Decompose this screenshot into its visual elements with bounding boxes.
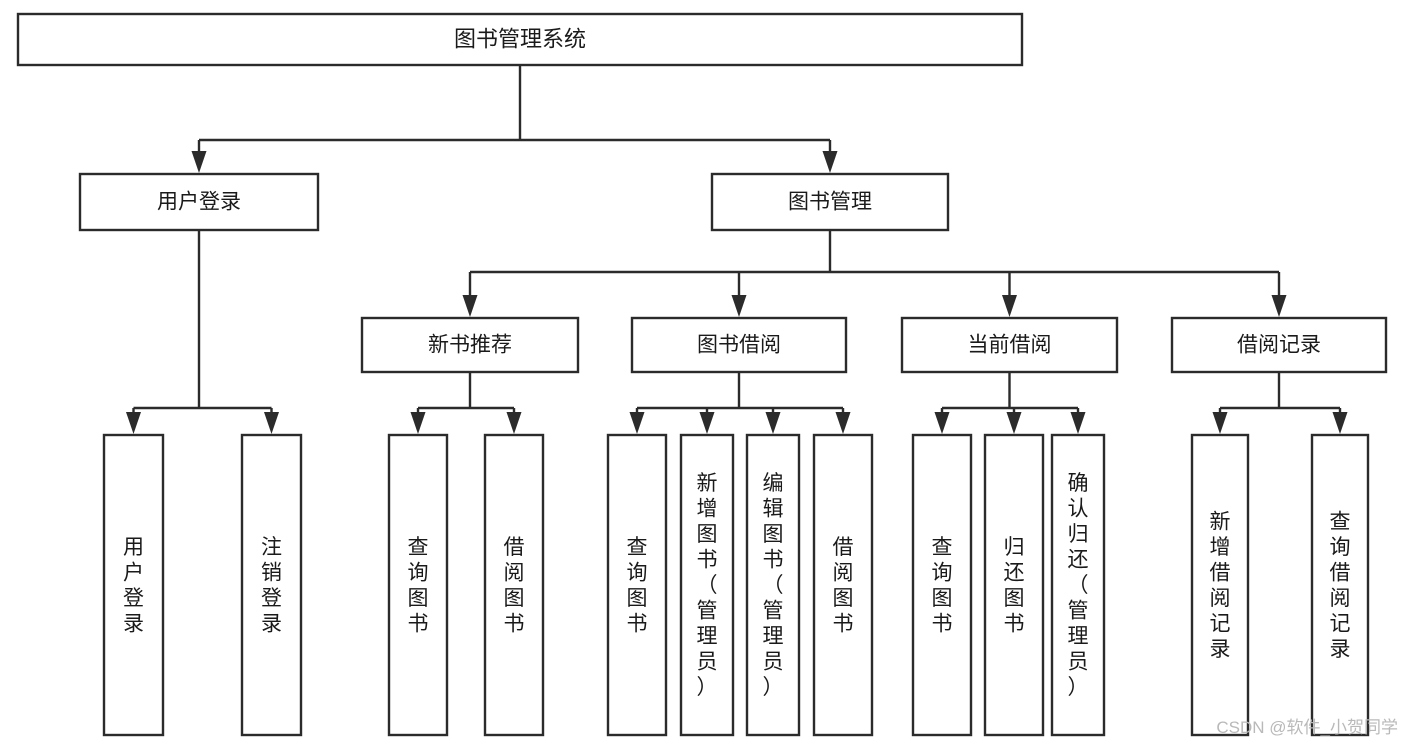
node-label: 查询图书 <box>627 536 648 636</box>
node-label: 新增图书（管理员） <box>697 472 718 699</box>
node-leaf-current-1[interactable]: 查询图书 <box>911 433 973 737</box>
node-records[interactable]: 借阅记录 <box>1170 316 1388 374</box>
node-leaf-records-2[interactable]: 查询借阅记录 <box>1310 433 1370 737</box>
node-login[interactable]: 用户登录 <box>78 172 320 232</box>
node-leaf-newbook-1[interactable]: 查询图书 <box>387 433 449 737</box>
arrow-head-icon <box>1006 412 1022 434</box>
arrow-head-icon <box>822 151 838 173</box>
arrow-head-icon <box>835 412 851 434</box>
node-label: 借阅图书 <box>504 536 525 636</box>
node-box[interactable] <box>1170 316 1388 374</box>
node-box[interactable] <box>483 433 545 737</box>
node-layer: 图书管理系统用户登录图书管理新书推荐图书借阅当前借阅借阅记录用户登录注销登录查询… <box>16 12 1388 737</box>
arrow-head-icon <box>264 412 279 434</box>
arrow-head-icon <box>629 412 645 434</box>
node-leaf-borrow-2[interactable]: 新增图书（管理员） <box>679 433 735 737</box>
node-label: 编辑图书（管理员） <box>763 472 784 699</box>
node-box[interactable] <box>1310 433 1370 737</box>
node-bookmgr[interactable]: 图书管理 <box>710 172 950 232</box>
arrow-head-icon <box>765 412 781 434</box>
arrow-head-icon <box>506 412 522 434</box>
arrow-head-icon <box>1332 412 1348 434</box>
node-box[interactable] <box>387 433 449 737</box>
node-label: 当前借阅 <box>968 334 1052 357</box>
node-label: 新书推荐 <box>428 334 512 357</box>
node-box[interactable] <box>606 433 668 737</box>
node-label: 查询图书 <box>408 536 429 636</box>
node-box[interactable] <box>360 316 580 374</box>
arrow-head-icon <box>1271 295 1287 317</box>
node-label: 归还图书 <box>1004 536 1025 636</box>
arrow-head-icon <box>699 412 715 434</box>
arrow-head-icon <box>934 412 950 434</box>
node-box[interactable] <box>679 433 735 737</box>
node-label: 图书借阅 <box>697 334 781 357</box>
node-leaf-login-1[interactable]: 用户登录 <box>102 433 165 737</box>
node-box[interactable] <box>911 433 973 737</box>
node-box[interactable] <box>900 316 1119 374</box>
arrow-head-icon <box>462 295 478 317</box>
arrow-head-icon <box>126 412 141 434</box>
node-root[interactable]: 图书管理系统 <box>16 12 1024 67</box>
node-leaf-current-2[interactable]: 归还图书 <box>983 433 1045 737</box>
arrow-head-icon <box>1070 412 1086 434</box>
node-borrow[interactable]: 图书借阅 <box>630 316 848 374</box>
node-label: 用户登录 <box>123 536 144 636</box>
connector-layer <box>126 65 1348 434</box>
node-leaf-newbook-2[interactable]: 借阅图书 <box>483 433 545 737</box>
arrow-head-icon <box>1212 412 1228 434</box>
node-label: 图书管理系统 <box>454 26 586 51</box>
node-box[interactable] <box>1190 433 1250 737</box>
node-label: 注销登录 <box>261 536 282 636</box>
node-box[interactable] <box>16 12 1024 67</box>
node-label: 新增借阅记录 <box>1210 510 1231 661</box>
node-leaf-borrow-4[interactable]: 借阅图书 <box>812 433 874 737</box>
node-leaf-current-3[interactable]: 确认归还（管理员） <box>1050 433 1106 737</box>
node-label: 查询图书 <box>932 536 953 636</box>
node-newbook[interactable]: 新书推荐 <box>360 316 580 374</box>
node-leaf-login-2[interactable]: 注销登录 <box>240 433 303 737</box>
node-label: 确认归还（管理员） <box>1068 472 1089 699</box>
node-box[interactable] <box>102 433 165 737</box>
node-box[interactable] <box>78 172 320 232</box>
arrow-head-icon <box>731 295 747 317</box>
node-box[interactable] <box>710 172 950 232</box>
node-box[interactable] <box>745 433 801 737</box>
node-current[interactable]: 当前借阅 <box>900 316 1119 374</box>
node-label: 借阅图书 <box>833 536 854 636</box>
arrow-head-icon <box>1002 295 1017 317</box>
watermark-label: CSDN @软件_小贺同学 <box>1216 718 1398 737</box>
node-label: 借阅记录 <box>1237 334 1321 357</box>
node-leaf-borrow-3[interactable]: 编辑图书（管理员） <box>745 433 801 737</box>
node-box[interactable] <box>630 316 848 374</box>
node-box[interactable] <box>1050 433 1106 737</box>
node-label: 用户登录 <box>157 191 241 214</box>
arrow-head-icon <box>410 412 426 434</box>
node-box[interactable] <box>812 433 874 737</box>
node-box[interactable] <box>240 433 303 737</box>
node-leaf-borrow-1[interactable]: 查询图书 <box>606 433 668 737</box>
node-box[interactable] <box>983 433 1045 737</box>
node-label: 查询借阅记录 <box>1330 510 1351 661</box>
node-label: 图书管理 <box>788 191 872 214</box>
node-leaf-records-1[interactable]: 新增借阅记录 <box>1190 433 1250 737</box>
arrow-head-icon <box>191 151 207 173</box>
